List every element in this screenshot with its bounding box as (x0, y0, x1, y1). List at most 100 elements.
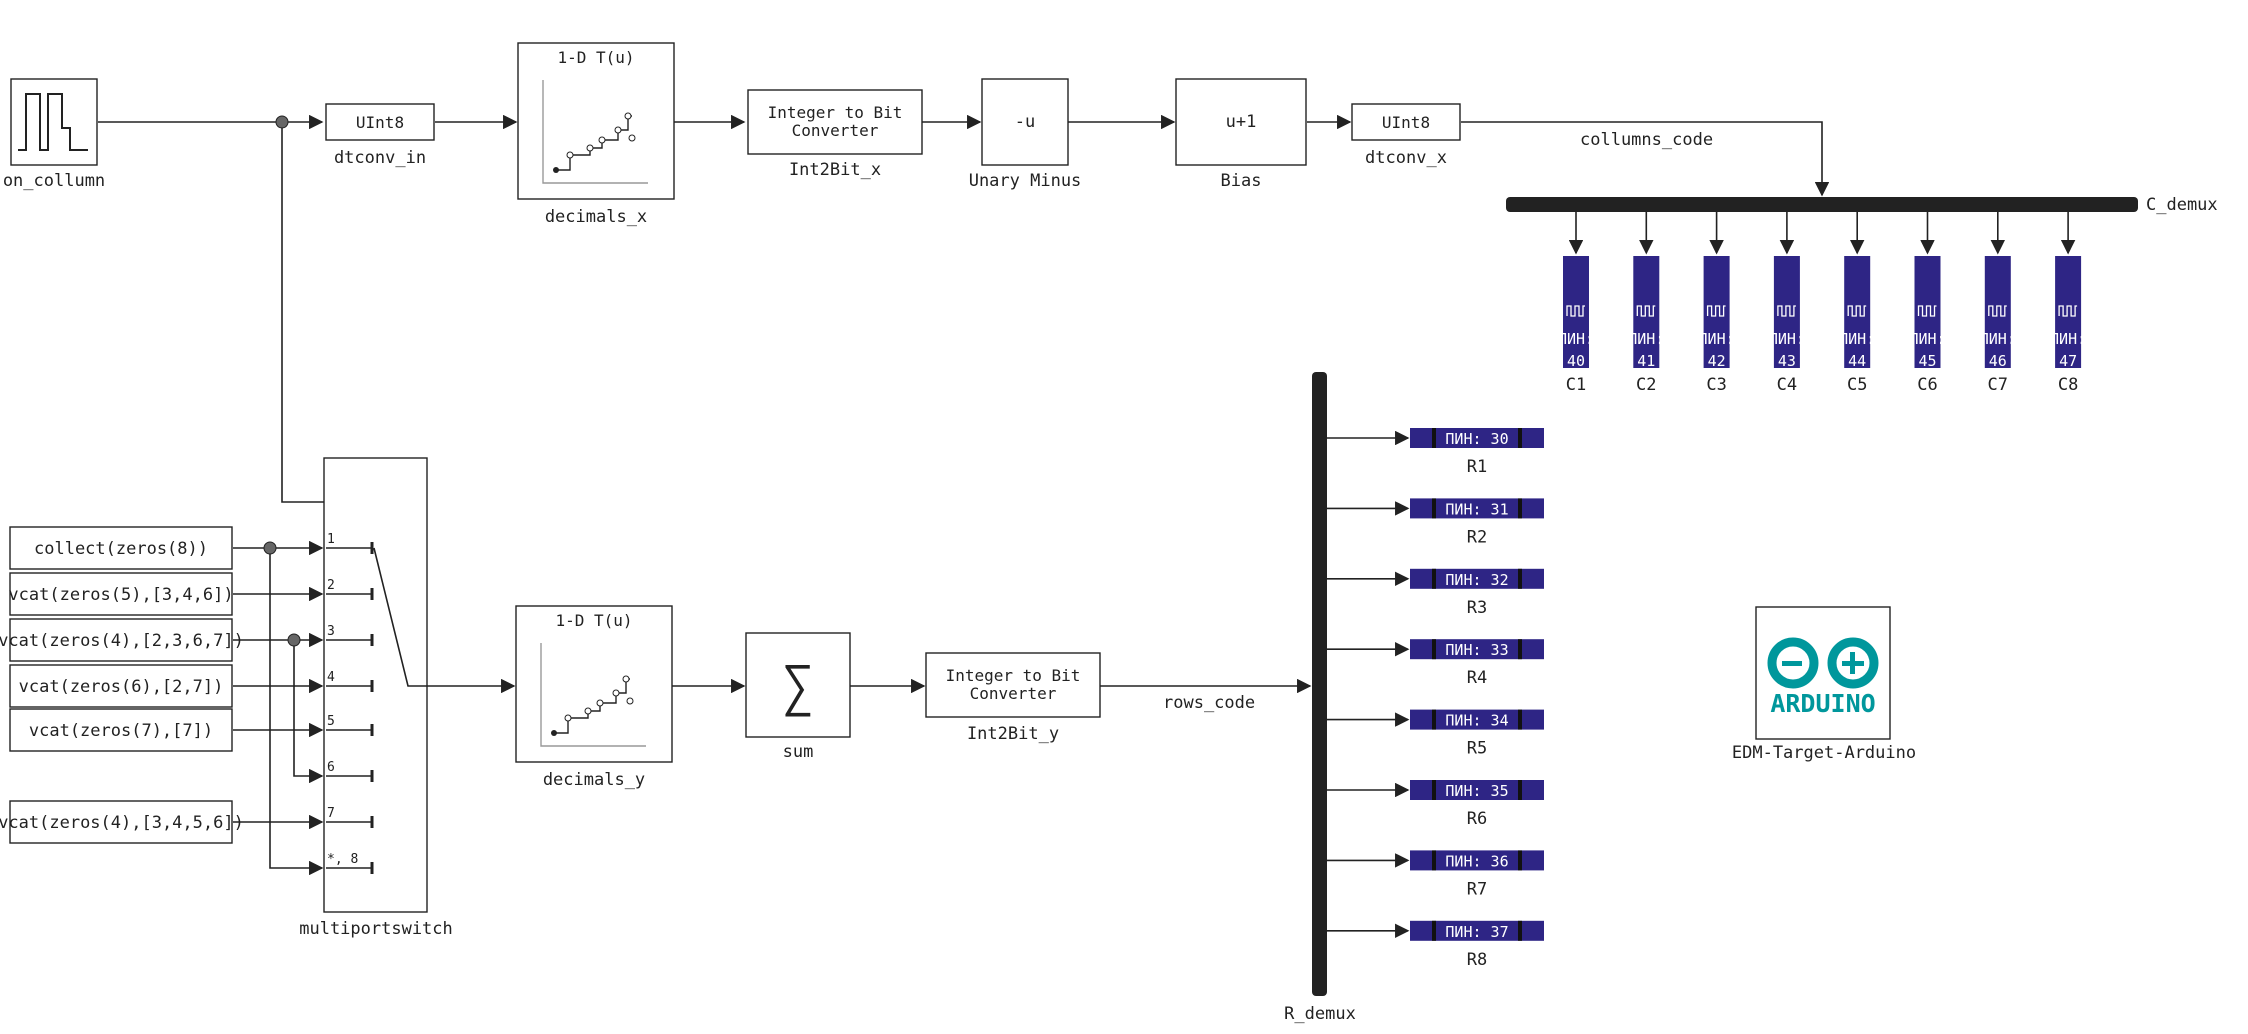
r-demux-bar[interactable] (1312, 372, 1327, 996)
sum-icon: ∑ (782, 655, 815, 718)
lookup-table-icon (542, 80, 648, 184)
c-demux-label: C_demux (2146, 195, 2218, 215)
pin-marker (1432, 709, 1436, 730)
pin-marker (1432, 568, 1436, 589)
constant-expression: vcat(zeros(4),[2,3,6,7]) (0, 631, 244, 651)
int2bit-x-label: Int2Bit_x (789, 160, 881, 180)
pin-body (1410, 498, 1544, 519)
arduino-label: EDM-Target-Arduino (1732, 743, 1916, 763)
pin-body (1410, 780, 1544, 800)
pin-number: 44 (1848, 352, 1866, 370)
bias-block[interactable]: u+1 (1175, 78, 1307, 166)
int2bit-y-block[interactable]: Integer to Bit Converter (925, 652, 1101, 718)
constant-box (9, 572, 233, 616)
column-pin-label: C3 (1706, 375, 1726, 395)
arduino-logo-icon: ARDUINO (1767, 637, 1879, 718)
switch-selector-icon (373, 547, 427, 687)
decimals-y-block[interactable]: 1-D T(u) (515, 605, 673, 763)
pin-body (1410, 568, 1544, 589)
switch-port-label: 5 (327, 714, 335, 729)
pin-text: ПИН: (1980, 330, 2016, 348)
constant-block[interactable]: collect(zeros(8)) (9, 526, 233, 570)
pin-text: ПИН: (1699, 330, 1735, 348)
unary-minus-label: Unary Minus (969, 171, 1082, 191)
row-pin-label: R1 (1467, 457, 1487, 477)
arduino-target-block[interactable]: ARDUINO (1755, 606, 1891, 740)
sum-block[interactable]: ∑ (745, 632, 851, 738)
column-pin-label: C4 (1777, 375, 1797, 395)
row-pin-label: R3 (1467, 598, 1487, 618)
dtconv-x-block[interactable]: UInt8 (1351, 103, 1461, 141)
int2bit-y-line2: Converter (970, 684, 1057, 703)
int2bit-x-block[interactable]: Integer to Bit Converter (747, 89, 923, 155)
c-demux-bar[interactable] (1506, 197, 2138, 212)
pin-text: ПИН: (1628, 330, 1664, 348)
branch-point (263, 541, 277, 555)
branch-point (287, 633, 301, 647)
pin-marker (1518, 709, 1522, 730)
column-pin-label: C1 (1566, 375, 1586, 395)
pulse-icon (1636, 305, 1656, 317)
decimals-x-block[interactable]: 1-D T(u) (517, 42, 675, 200)
pulse-generator-block[interactable] (10, 78, 98, 166)
constant-box (9, 800, 233, 844)
row-pin-label: R7 (1467, 879, 1487, 899)
rows-code-signal-label: rows_code (1163, 693, 1255, 713)
switch-port-label: *, 8 (327, 852, 358, 867)
pin-text: ПИН: (1839, 330, 1875, 348)
constant-box (9, 708, 233, 752)
pin-text: ПИН: (2050, 330, 2086, 348)
pin-marker (1518, 639, 1522, 660)
pin-marker (1432, 498, 1436, 519)
decimals-x-label: decimals_x (545, 207, 647, 227)
pin-marker (1432, 639, 1436, 660)
constant-wires (233, 540, 324, 876)
constant-block[interactable]: vcat(zeros(4),[2,3,6,7]) (0, 618, 244, 662)
constant-expression: vcat(zeros(4),[3,4,5,6]) (0, 813, 244, 833)
decimals-y-title: 1-D T(u) (555, 611, 632, 630)
constant-expression: vcat(zeros(5),[3,4,6]) (8, 585, 233, 605)
constant-expression: vcat(zeros(7),[7]) (29, 721, 213, 741)
pin-body (1410, 920, 1544, 941)
pin-body (1410, 428, 1544, 448)
pin-number: 47 (2059, 352, 2077, 370)
pin-marker (1432, 920, 1436, 941)
constant-block[interactable]: vcat(zeros(5),[3,4,6]) (8, 572, 234, 616)
constant-block[interactable]: vcat(zeros(4),[3,4,5,6]) (0, 800, 244, 844)
pin-marker (1518, 498, 1522, 519)
pin-marker (1432, 428, 1436, 448)
constant-block[interactable]: vcat(zeros(6),[2,7]) (9, 664, 233, 708)
unary-minus-block[interactable]: -u (981, 78, 1069, 166)
pin-text: ПИН: 37 (1445, 923, 1508, 941)
switch-port-label: 4 (327, 670, 335, 685)
int2bit-x-line2: Converter (792, 121, 879, 140)
column-pin-label: C5 (1847, 375, 1867, 395)
row-pin-label: R5 (1467, 739, 1487, 759)
pulse-icon (1988, 305, 2007, 317)
dtconv-in-text: UInt8 (356, 113, 404, 132)
constant-block[interactable]: vcat(zeros(7),[7]) (9, 708, 233, 752)
switch-port-label: 3 (327, 624, 335, 639)
dtconv-in-block[interactable]: UInt8 (325, 103, 435, 141)
multiport-switch-label: multiportswitch (299, 919, 453, 939)
pulse-icon (1847, 305, 1867, 317)
